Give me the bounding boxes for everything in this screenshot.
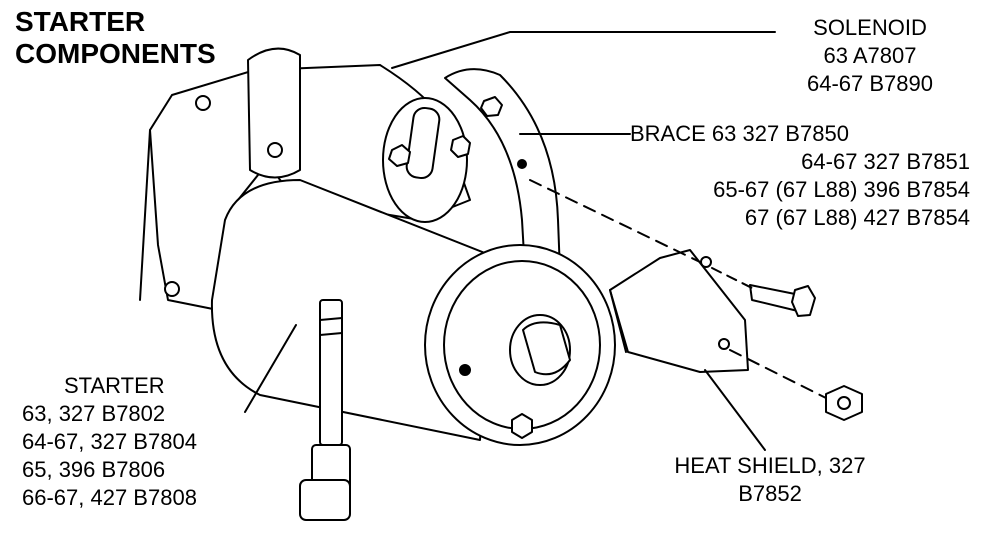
label-line: HEAT SHIELD, 327: [674, 453, 866, 478]
label-line: 64-67 B7890: [807, 71, 933, 96]
bracket-hole-bottom: [164, 281, 180, 297]
label-line: 67 (67 L88) 427 B7854: [744, 205, 970, 230]
brace-strap: [444, 68, 561, 273]
heat-shield: [609, 249, 749, 373]
through-bolt: [299, 299, 351, 521]
label-line: 63, 327 B7802: [22, 401, 166, 426]
heat-shield-label: HEAT SHIELD, 327 B7852: [650, 452, 890, 508]
housing-nut: [511, 413, 533, 439]
solenoid-label: SOLENOID 63 A7807 64-67 B7890: [770, 14, 970, 98]
label-line: 63 A7807: [823, 43, 917, 68]
shield-nut: [825, 385, 863, 421]
title-line: STARTER: [15, 6, 146, 37]
label-line: 64-67 327 B7851: [801, 149, 970, 174]
diagram-title: STARTER COMPONENTS: [15, 6, 216, 70]
label-line: 65-67 (67 L88) 396 B7854: [713, 177, 970, 202]
brace-nut: [480, 96, 503, 117]
label-line: SOLENOID: [813, 15, 927, 40]
brace-label: BRACE 63 327 B7850 64-67 327 B7851 65-67…: [630, 120, 970, 232]
label-line: B7852: [738, 481, 802, 506]
label-line: STARTER: [64, 373, 165, 398]
starter-motor-housing: [210, 179, 616, 446]
bracket-hole-top: [195, 95, 211, 111]
label-line: 66-67, 427 B7808: [22, 485, 197, 510]
solenoid-nut-right: [450, 135, 471, 158]
leader-lines: [244, 31, 827, 451]
title-line: COMPONENTS: [15, 38, 216, 69]
shield-screw: [749, 284, 816, 317]
label-line: 65, 396 B7806: [22, 457, 166, 482]
label-line: BRACE 63 327 B7850: [630, 121, 849, 146]
label-line: 64-67, 327 B7804: [22, 429, 197, 454]
solenoid-nut-left: [388, 144, 411, 167]
solenoid-body: [247, 47, 471, 223]
starter-label: STARTER 63, 327 B7802 64-67, 327 B7804 6…: [22, 372, 262, 512]
